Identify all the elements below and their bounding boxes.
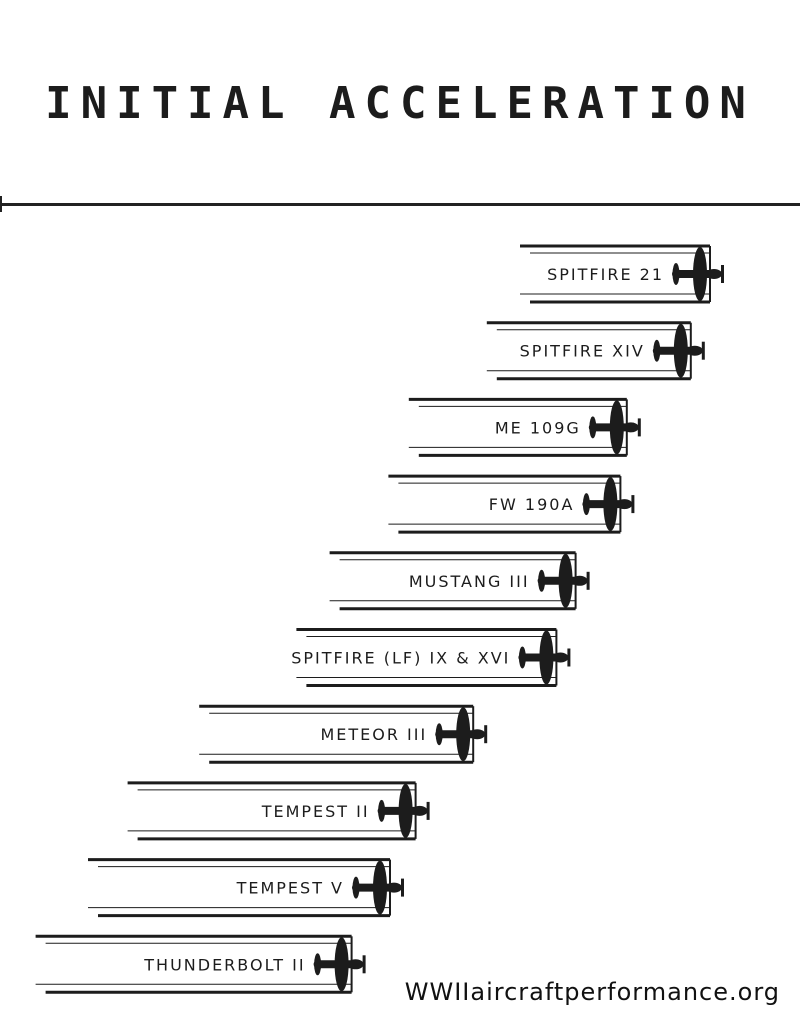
bar-4: MUSTANG III: [329, 551, 590, 611]
divider-tick: [0, 196, 2, 212]
bar-0: SPITFIRE 21: [520, 244, 724, 304]
bar-label: SPITFIRE (LF) IX & XVI: [291, 649, 510, 668]
bar-label: THUNDERBOLT II: [143, 955, 305, 974]
aircraft-icon: [537, 553, 590, 608]
aircraft-icon: [582, 477, 635, 532]
aircraft-icon: [435, 707, 488, 762]
bar-label: SPITFIRE XIV: [520, 342, 645, 361]
aircraft-icon: [672, 247, 724, 301]
bar-9: THUNDERBOLT II: [35, 934, 366, 994]
bar-6: METEOR III: [199, 704, 488, 764]
bar-7: TEMPEST II: [127, 781, 430, 841]
bar-8: TEMPEST V: [88, 858, 404, 918]
bar-3: FW 190A: [388, 474, 635, 534]
bar-1: SPITFIRE XIV: [486, 321, 705, 381]
bar-label: METEOR III: [320, 725, 427, 744]
aircraft-icon: [377, 783, 430, 838]
bar-label: MUSTANG III: [409, 572, 530, 591]
aircraft-icon: [652, 323, 705, 378]
title-divider: [0, 203, 800, 206]
aircraft-icon: [352, 860, 404, 915]
bar-label: ME 109G: [495, 418, 581, 437]
bar-label: TEMPEST V: [236, 879, 344, 898]
bar-label: FW 190A: [489, 495, 575, 514]
bar-2: ME 109G: [408, 397, 641, 457]
bar-label: SPITFIRE 21: [547, 265, 664, 284]
aircraft-icon: [518, 630, 571, 685]
bar-label: TEMPEST II: [261, 802, 370, 821]
bar-5: SPITFIRE (LF) IX & XVI: [291, 628, 571, 687]
watermark: WWIIaircraftperformance.org: [404, 978, 780, 1006]
chart-title: INITIAL ACCELERATION: [45, 78, 755, 129]
aircraft-icon: [588, 400, 641, 455]
aircraft-icon: [313, 937, 366, 992]
